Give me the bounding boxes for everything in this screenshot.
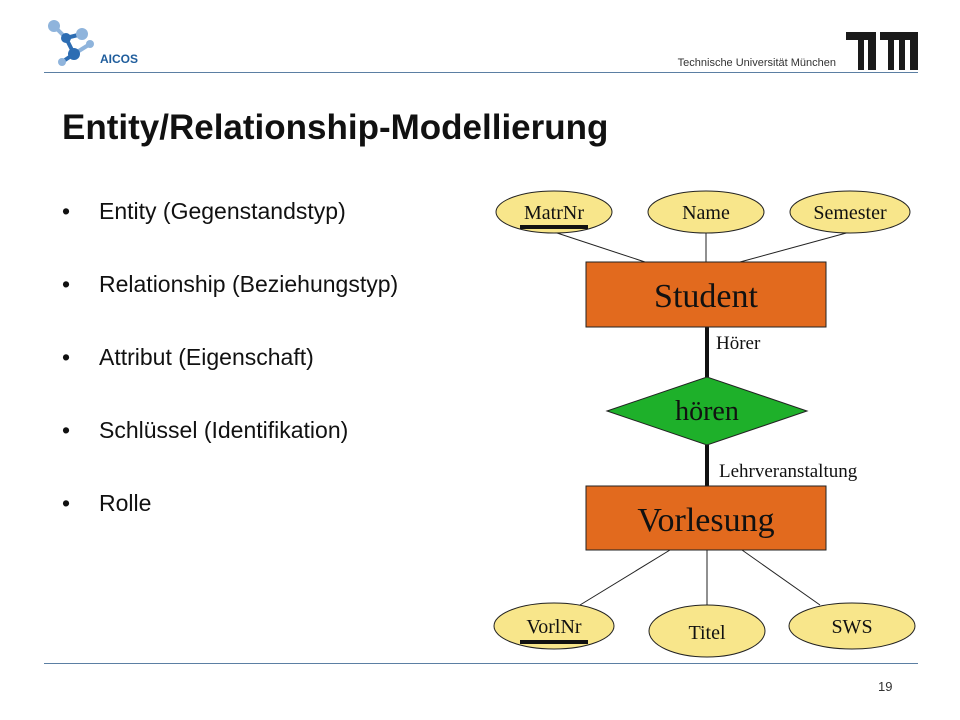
aicos-logo-text: AICOS — [100, 52, 139, 66]
attribute-semester — [789, 190, 911, 234]
entity-vorlesung — [585, 485, 827, 551]
bullet-item-attribut: • Attribut (Eigenschaft) — [62, 344, 398, 417]
page-number: 19 — [878, 679, 893, 694]
attribute-name-label: Name — [682, 202, 730, 224]
slide-title: Entity/Relationship-Modellierung — [62, 108, 609, 147]
relationship-hoeren-label: hören — [675, 396, 739, 427]
attribute-sws — [788, 602, 916, 650]
attribute-semester-label: Semester — [813, 202, 887, 224]
attribute-sws-label: SWS — [831, 616, 872, 638]
attribute-matrnr-label: MatrNr — [524, 202, 584, 224]
er-diagram: MatrNr Name Semester Student Hörer hören… — [493, 190, 916, 658]
bullet-dot: • — [62, 198, 71, 224]
bullet-item-schluessel: • Schlüssel (Identifikation) — [62, 417, 398, 490]
bullet-item-entity: • Entity (Gegenstandstyp) — [62, 198, 398, 271]
bullet-item-rolle: • Rolle — [62, 490, 398, 563]
bullet-text: Schlüssel (Identifikation) — [99, 417, 349, 443]
bullet-dot: • — [62, 344, 71, 370]
bullet-dot: • — [62, 490, 71, 516]
bullet-dot: • — [62, 417, 71, 443]
connector-semester-student — [739, 231, 851, 263]
entity-student — [585, 261, 827, 328]
role-label-hoerer: Hörer — [716, 333, 761, 354]
bullet-text: Attribut (Eigenschaft) — [99, 344, 314, 370]
connector-vorlesung-sws — [741, 549, 821, 606]
footer-divider — [44, 663, 918, 664]
connector-matrnr-student — [553, 231, 646, 263]
tum-logo-icon — [846, 32, 918, 70]
relationship-hoeren — [605, 376, 809, 446]
role-label-lehrveranstaltung: Lehrveranstaltung — [719, 461, 858, 482]
attribute-titel — [648, 604, 766, 658]
university-name: Technische Universität München — [677, 57, 836, 69]
attribute-titel-label: Titel — [688, 622, 726, 644]
attribute-vorlnr — [493, 602, 615, 650]
attribute-name — [647, 190, 765, 234]
connector-vorlesung-vorlnr — [579, 549, 671, 606]
attribute-vorlnr-label: VorlNr — [526, 616, 582, 638]
attribute-matrnr — [495, 190, 613, 234]
entity-student-label: Student — [654, 278, 758, 315]
aicos-logo-icon — [48, 20, 94, 66]
bullet-item-relationship: • Relationship (Beziehungstyp) — [62, 271, 398, 344]
bullet-list: • Entity (Gegenstandstyp) • Relationship (… — [62, 198, 398, 563]
bullet-text: Rolle — [99, 490, 152, 516]
bullet-dot: • — [62, 271, 71, 297]
entity-vorlesung-label: Vorlesung — [637, 502, 774, 539]
bullet-text: Entity (Gegenstandstyp) — [99, 198, 346, 224]
bullet-text: Relationship (Beziehungstyp) — [99, 271, 399, 297]
header-divider — [44, 72, 918, 73]
